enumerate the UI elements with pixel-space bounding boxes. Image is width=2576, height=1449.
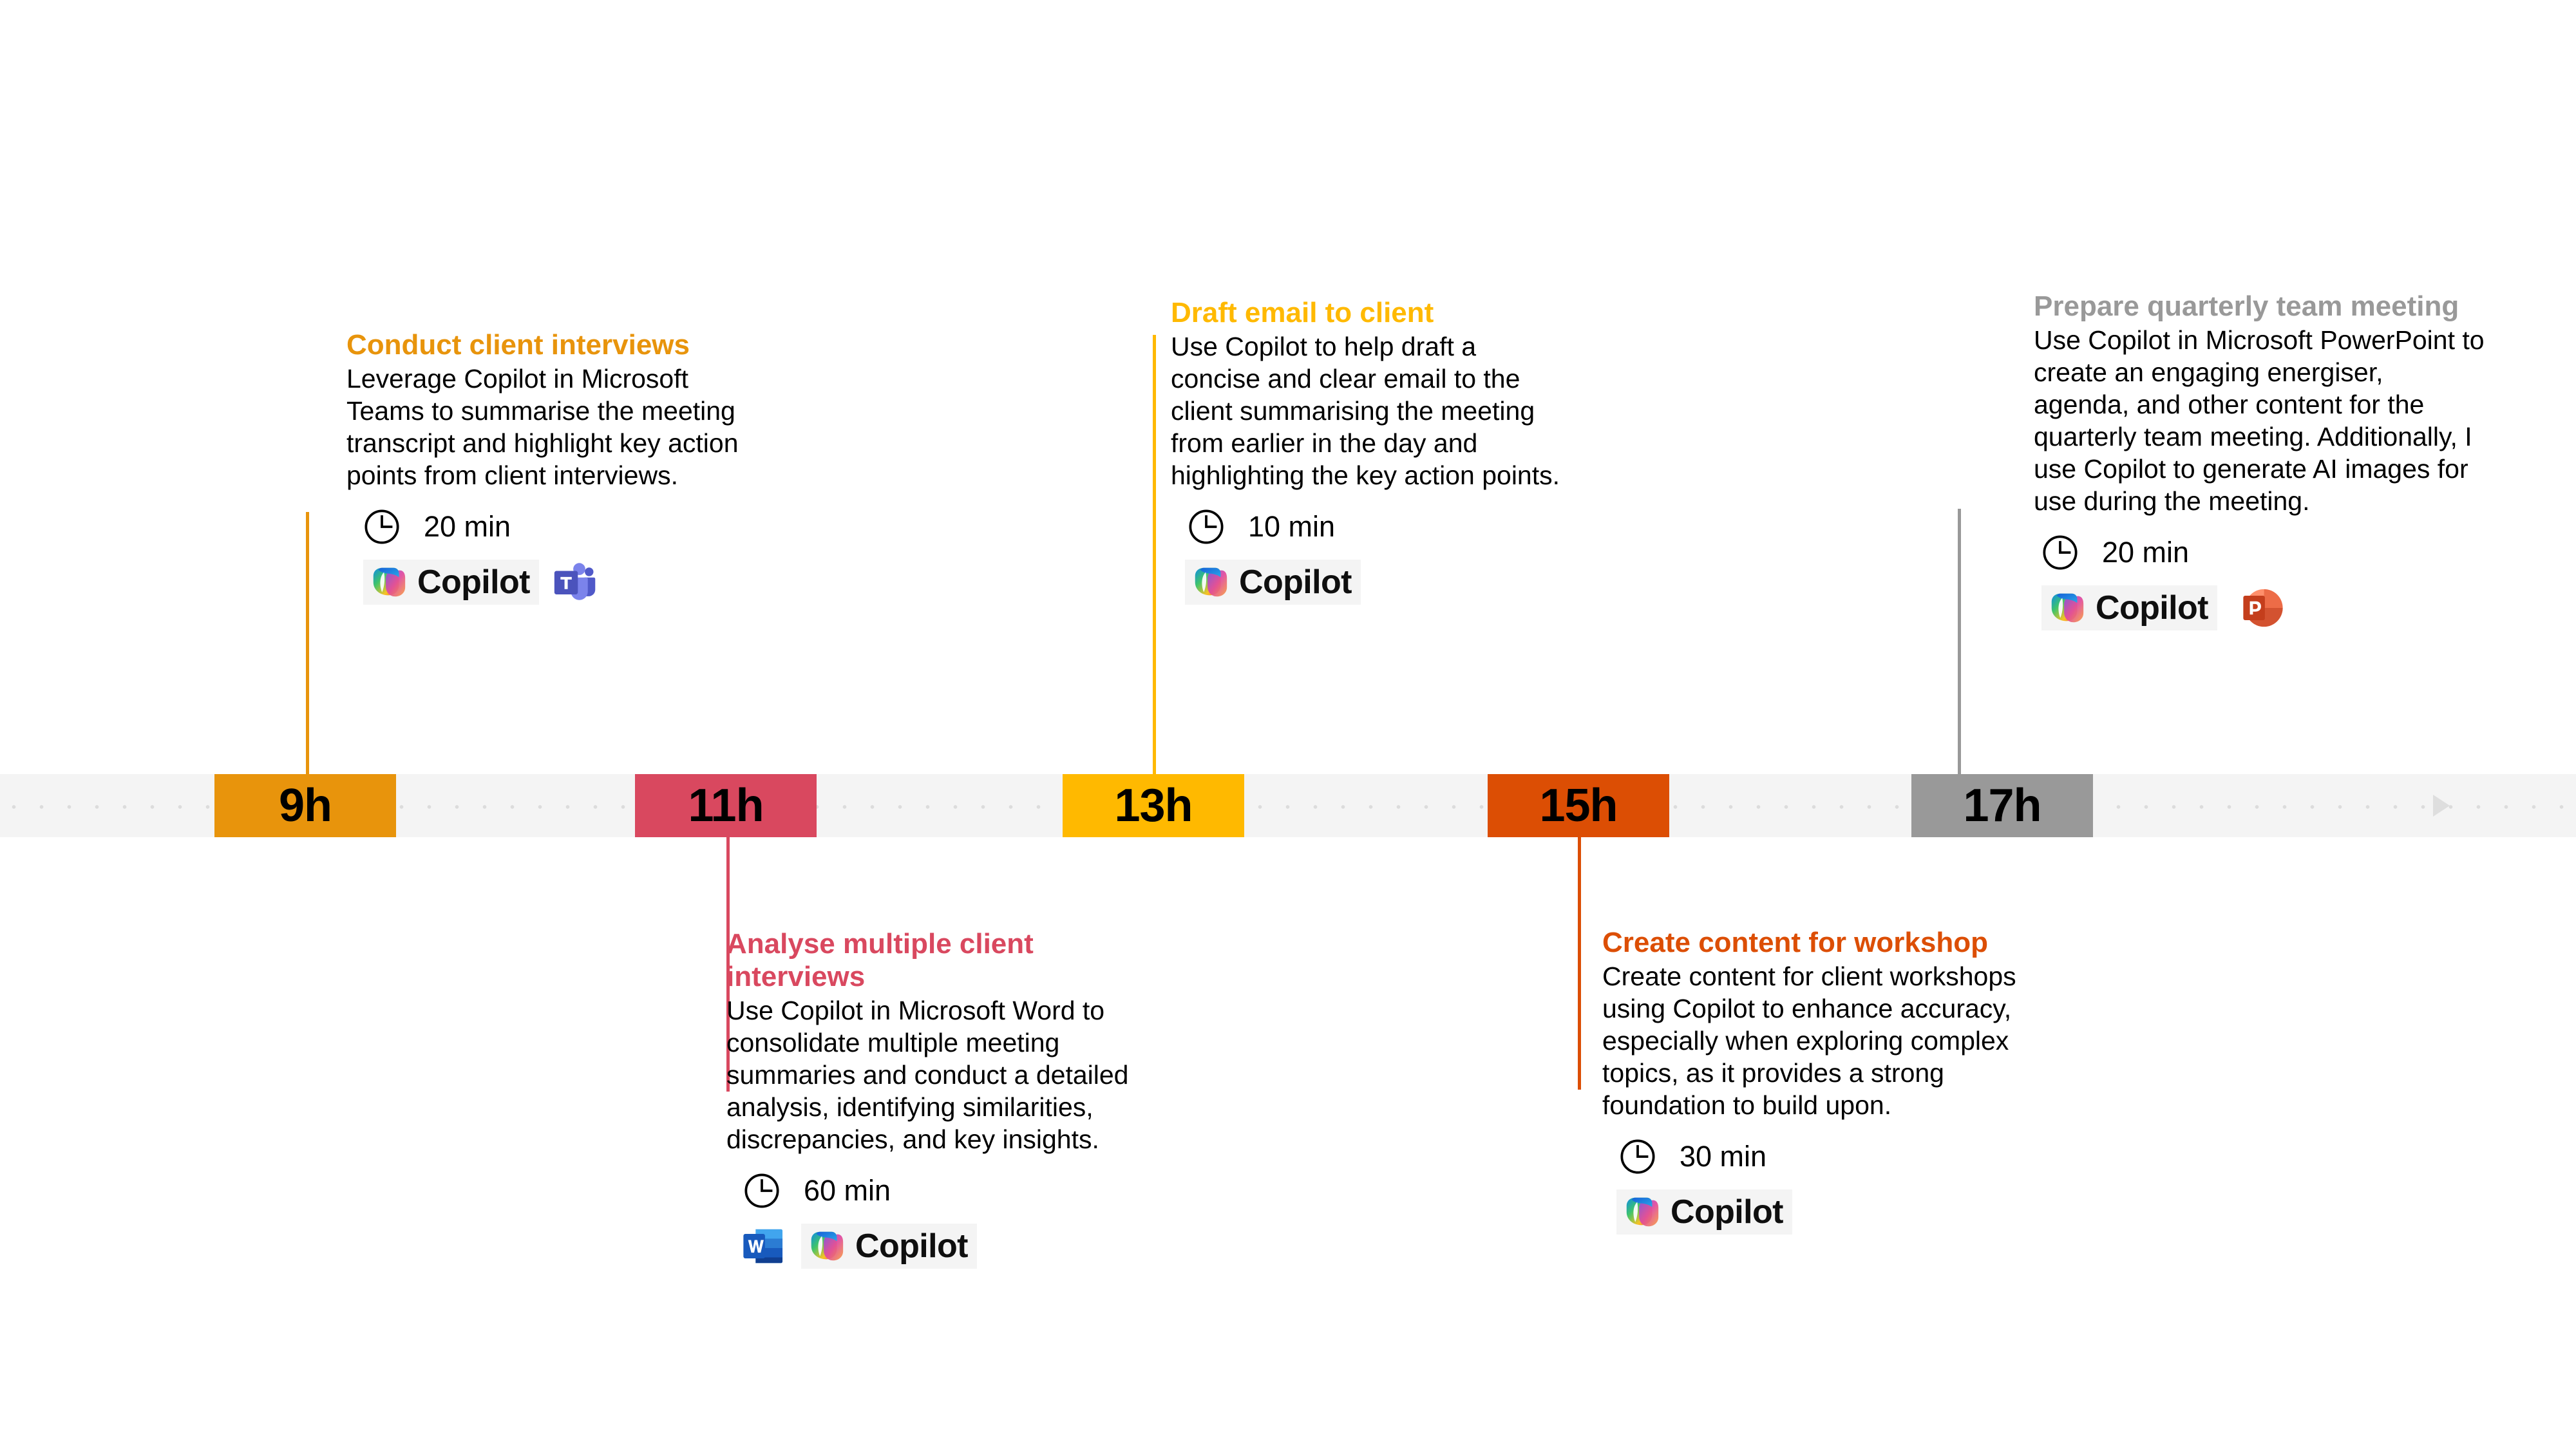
timeline-dotted-line — [0, 804, 2576, 810]
duration-analyse-multiple-client-interviews: 60 min — [743, 1172, 1171, 1209]
timeline-end-arrow-icon — [2433, 795, 2450, 817]
copilot-wordmark: Copilot — [2096, 589, 2208, 627]
card-title-conduct-client-interviews: Conduct client interviews — [346, 329, 690, 361]
duration-prepare-quarterly-team-meeting: 20 min — [2041, 534, 2485, 571]
timeline-track — [0, 774, 2576, 837]
apps-analyse-multiple-client-interviews: Copilot — [741, 1224, 1171, 1269]
duration-text-draft-email-to-client: 10 min — [1248, 510, 1336, 544]
stem-13h — [1153, 335, 1156, 774]
apps-create-content-for-workshop: Copilot — [1616, 1189, 2027, 1235]
apps-conduct-client-interviews: Copilot — [363, 560, 746, 605]
copilot-logo-lockup: Copilot — [801, 1224, 977, 1269]
copilot-icon — [811, 1231, 844, 1261]
clock-icon — [1620, 1139, 1655, 1174]
card-analyse-multiple-client-interviews[interactable]: Analyse multiple client interviews Use C… — [726, 927, 1171, 1269]
microsoft-powerpoint-icon — [2243, 589, 2283, 627]
apps-prepare-quarterly-team-meeting: Copilot — [2041, 585, 2485, 631]
copilot-wordmark: Copilot — [1671, 1193, 1783, 1231]
clock-icon — [744, 1173, 779, 1208]
duration-draft-email-to-client: 10 min — [1188, 508, 1570, 545]
hour-label-15h: 15h — [1539, 780, 1618, 831]
card-create-content-for-workshop[interactable]: Create content for workshop Create conte… — [1602, 926, 2027, 1235]
card-body-conduct-client-interviews: Leverage Copilot in Microsoft Teams to s… — [346, 364, 739, 491]
card-body-prepare-quarterly-team-meeting: Use Copilot in Microsoft PowerPoint to c… — [2034, 325, 2485, 516]
microsoft-teams-icon — [554, 563, 596, 600]
duration-create-content-for-workshop: 30 min — [1619, 1138, 2027, 1175]
clock-icon — [1189, 509, 1224, 544]
card-title-prepare-quarterly-team-meeting: Prepare quarterly team meeting — [2034, 290, 2459, 322]
stem-11h — [726, 837, 730, 1092]
clock-icon — [2043, 535, 2078, 570]
duration-text-conduct-client-interviews: 20 min — [424, 510, 511, 544]
card-title-analyse-multiple-client-interviews: Analyse multiple client interviews — [726, 928, 1034, 993]
copilot-logo-lockup: Copilot — [1616, 1189, 1792, 1235]
stem-15h — [1578, 837, 1581, 1090]
hour-label-9h: 9h — [278, 780, 332, 831]
duration-text-analyse-multiple-client-interviews: 60 min — [804, 1174, 891, 1208]
clock-icon — [365, 509, 399, 544]
hour-label-13h: 13h — [1114, 780, 1193, 831]
duration-text-create-content-for-workshop: 30 min — [1680, 1140, 1767, 1173]
hour-block-17h[interactable]: 17h — [1911, 774, 2093, 837]
card-title-draft-email-to-client: Draft email to client — [1171, 297, 1434, 328]
copilot-icon — [1626, 1197, 1659, 1227]
copilot-wordmark: Copilot — [417, 564, 530, 601]
hour-block-15h[interactable]: 15h — [1488, 774, 1669, 837]
duration-conduct-client-interviews: 20 min — [363, 508, 746, 545]
duration-text-prepare-quarterly-team-meeting: 20 min — [2102, 536, 2190, 569]
copilot-logo-lockup: Copilot — [2041, 585, 2217, 631]
card-conduct-client-interviews[interactable]: Conduct client interviews Leverage Copil… — [346, 328, 746, 605]
hour-block-9h[interactable]: 9h — [214, 774, 396, 837]
card-draft-email-to-client[interactable]: Draft email to client Use Copilot to hel… — [1171, 296, 1570, 605]
copilot-logo-lockup: Copilot — [363, 560, 539, 605]
hour-block-13h[interactable]: 13h — [1063, 774, 1244, 837]
copilot-icon — [2051, 593, 2084, 623]
card-body-create-content-for-workshop: Create content for client workshops usin… — [1602, 961, 2016, 1121]
copilot-logo-lockup: Copilot — [1185, 560, 1361, 605]
hour-label-17h: 17h — [1963, 780, 2041, 831]
copilot-icon — [373, 567, 406, 597]
copilot-wordmark: Copilot — [855, 1227, 968, 1265]
hour-block-11h[interactable]: 11h — [635, 774, 817, 837]
stem-9h — [306, 512, 309, 774]
card-body-analyse-multiple-client-interviews: Use Copilot in Microsoft Word to consoli… — [726, 996, 1129, 1155]
card-prepare-quarterly-team-meeting[interactable]: Prepare quarterly team meeting Use Copil… — [2034, 290, 2485, 631]
microsoft-word-icon — [743, 1229, 783, 1264]
card-body-draft-email-to-client: Use Copilot to help draft a concise and … — [1171, 332, 1560, 491]
apps-draft-email-to-client: Copilot — [1185, 560, 1570, 605]
stem-17h — [1958, 509, 1961, 774]
copilot-icon — [1195, 567, 1227, 597]
hour-label-11h: 11h — [688, 780, 764, 831]
card-title-create-content-for-workshop: Create content for workshop — [1602, 927, 1988, 958]
copilot-wordmark: Copilot — [1239, 564, 1352, 601]
